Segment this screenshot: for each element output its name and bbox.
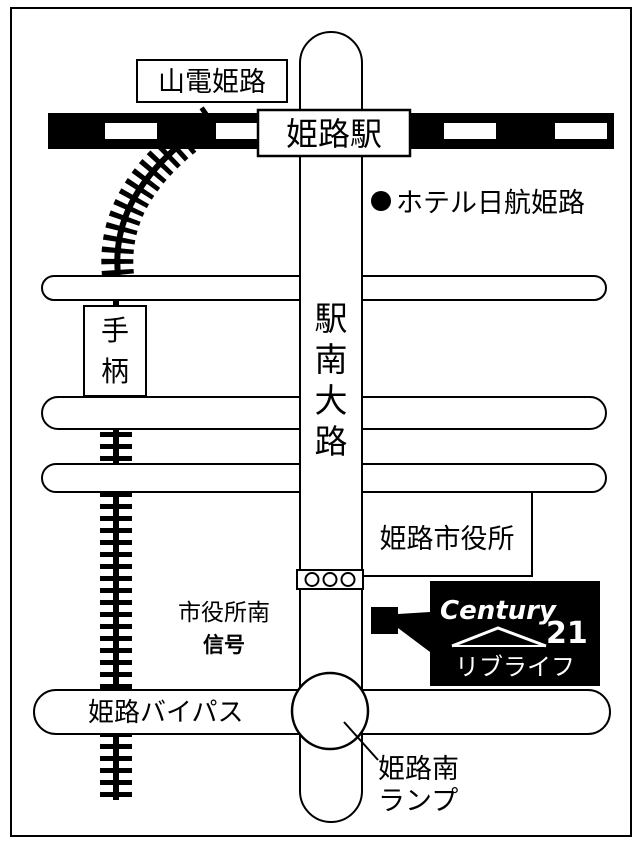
hotel-nikko-himeji: ホテル日航姫路 xyxy=(371,188,585,219)
station-himeji-label: 姫路駅 xyxy=(286,115,382,153)
svg-text:大: 大 xyxy=(315,381,348,420)
ekimae-odori-label: 駅 南 大 路 xyxy=(315,299,348,461)
station-sanden-himeji: 山電姫路 xyxy=(136,59,288,103)
hotel-label: ホテル日航姫路 xyxy=(396,188,585,219)
station-tegara: 手 柄 xyxy=(83,305,147,397)
himeji-minami-ramp: 姫路南 ランプ xyxy=(343,721,459,817)
svg-text:駅: 駅 xyxy=(315,299,348,338)
house-roof-icon xyxy=(451,626,547,648)
station-tegara-label-2: 柄 xyxy=(101,355,129,388)
station-sanden-himeji-label: 山電姫路 xyxy=(158,67,266,98)
ramp-leader-line xyxy=(343,721,379,761)
himeji-minami-interchange xyxy=(290,671,370,751)
store-pointer xyxy=(398,612,430,652)
station-tegara-label-1: 手 xyxy=(101,314,129,347)
traffic-signal-icon xyxy=(296,569,364,590)
bypass-label: 姫路バイパス xyxy=(88,698,243,728)
store-name-label: リブライフ xyxy=(455,653,575,681)
ramp-label-1: 姫路南 xyxy=(378,754,459,785)
store-brand-label: Century xyxy=(440,596,557,626)
svg-text:南: 南 xyxy=(315,340,348,379)
himeji-city-hall: 姫路市役所 xyxy=(361,491,533,577)
svg-text:路: 路 xyxy=(315,422,348,461)
hotel-marker-icon xyxy=(371,191,391,211)
jr-sanyo-line xyxy=(48,113,614,149)
signal-name-label: 市役所南 xyxy=(178,600,270,626)
station-himeji: 姫路駅 xyxy=(256,108,412,158)
signal-suffix-label: 信号 xyxy=(203,633,245,657)
store-number-label: 21 xyxy=(546,616,588,651)
ramp-label-2: ランプ xyxy=(378,786,458,817)
roads xyxy=(33,31,611,823)
store-century21-livlife: Century 21 リブライフ xyxy=(371,581,600,686)
store-marker-icon xyxy=(371,607,398,634)
city-hall-label: 姫路市役所 xyxy=(380,524,515,555)
